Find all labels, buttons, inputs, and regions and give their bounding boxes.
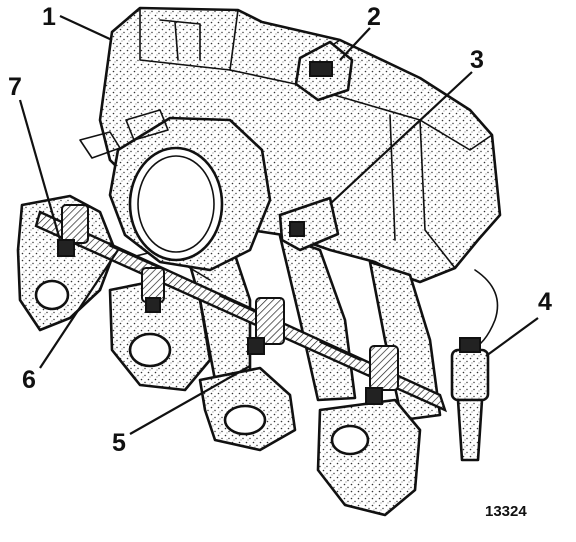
throttle-position-sensor <box>294 40 354 102</box>
leader-3 <box>329 71 473 205</box>
throttle-bore <box>128 146 224 262</box>
port-1-opening <box>34 279 70 311</box>
injector-3 <box>247 297 285 355</box>
throttle-body <box>79 109 272 272</box>
leader-4 <box>485 317 539 357</box>
fuel-rail <box>34 210 448 413</box>
injector-4 <box>365 345 399 405</box>
injector-2 <box>141 267 165 313</box>
leader-7 <box>18 99 62 241</box>
leader-6 <box>39 249 119 369</box>
callouts: 1 2 3 4 5 6 7 <box>8 3 552 457</box>
throttle-linkage <box>79 131 121 159</box>
leader-5 <box>129 365 251 435</box>
leader-2 <box>339 27 371 61</box>
leader-1 <box>59 15 113 41</box>
port-3-opening <box>223 404 267 436</box>
callout-3: 3 <box>470 46 484 74</box>
pressure-regulator <box>450 269 499 462</box>
injector-1 <box>57 204 89 257</box>
callout-5: 5 <box>112 429 126 457</box>
callout-6: 6 <box>22 366 36 394</box>
port-4-opening <box>330 424 370 456</box>
figure-reference-number: 13324 <box>485 503 527 520</box>
callout-4: 4 <box>538 288 552 316</box>
idle-control-valve <box>278 196 340 252</box>
injectors <box>57 204 399 405</box>
callout-7: 7 <box>8 73 22 101</box>
callout-2: 2 <box>367 3 381 31</box>
callout-1: 1 <box>42 3 56 31</box>
port-2-opening <box>128 332 172 368</box>
